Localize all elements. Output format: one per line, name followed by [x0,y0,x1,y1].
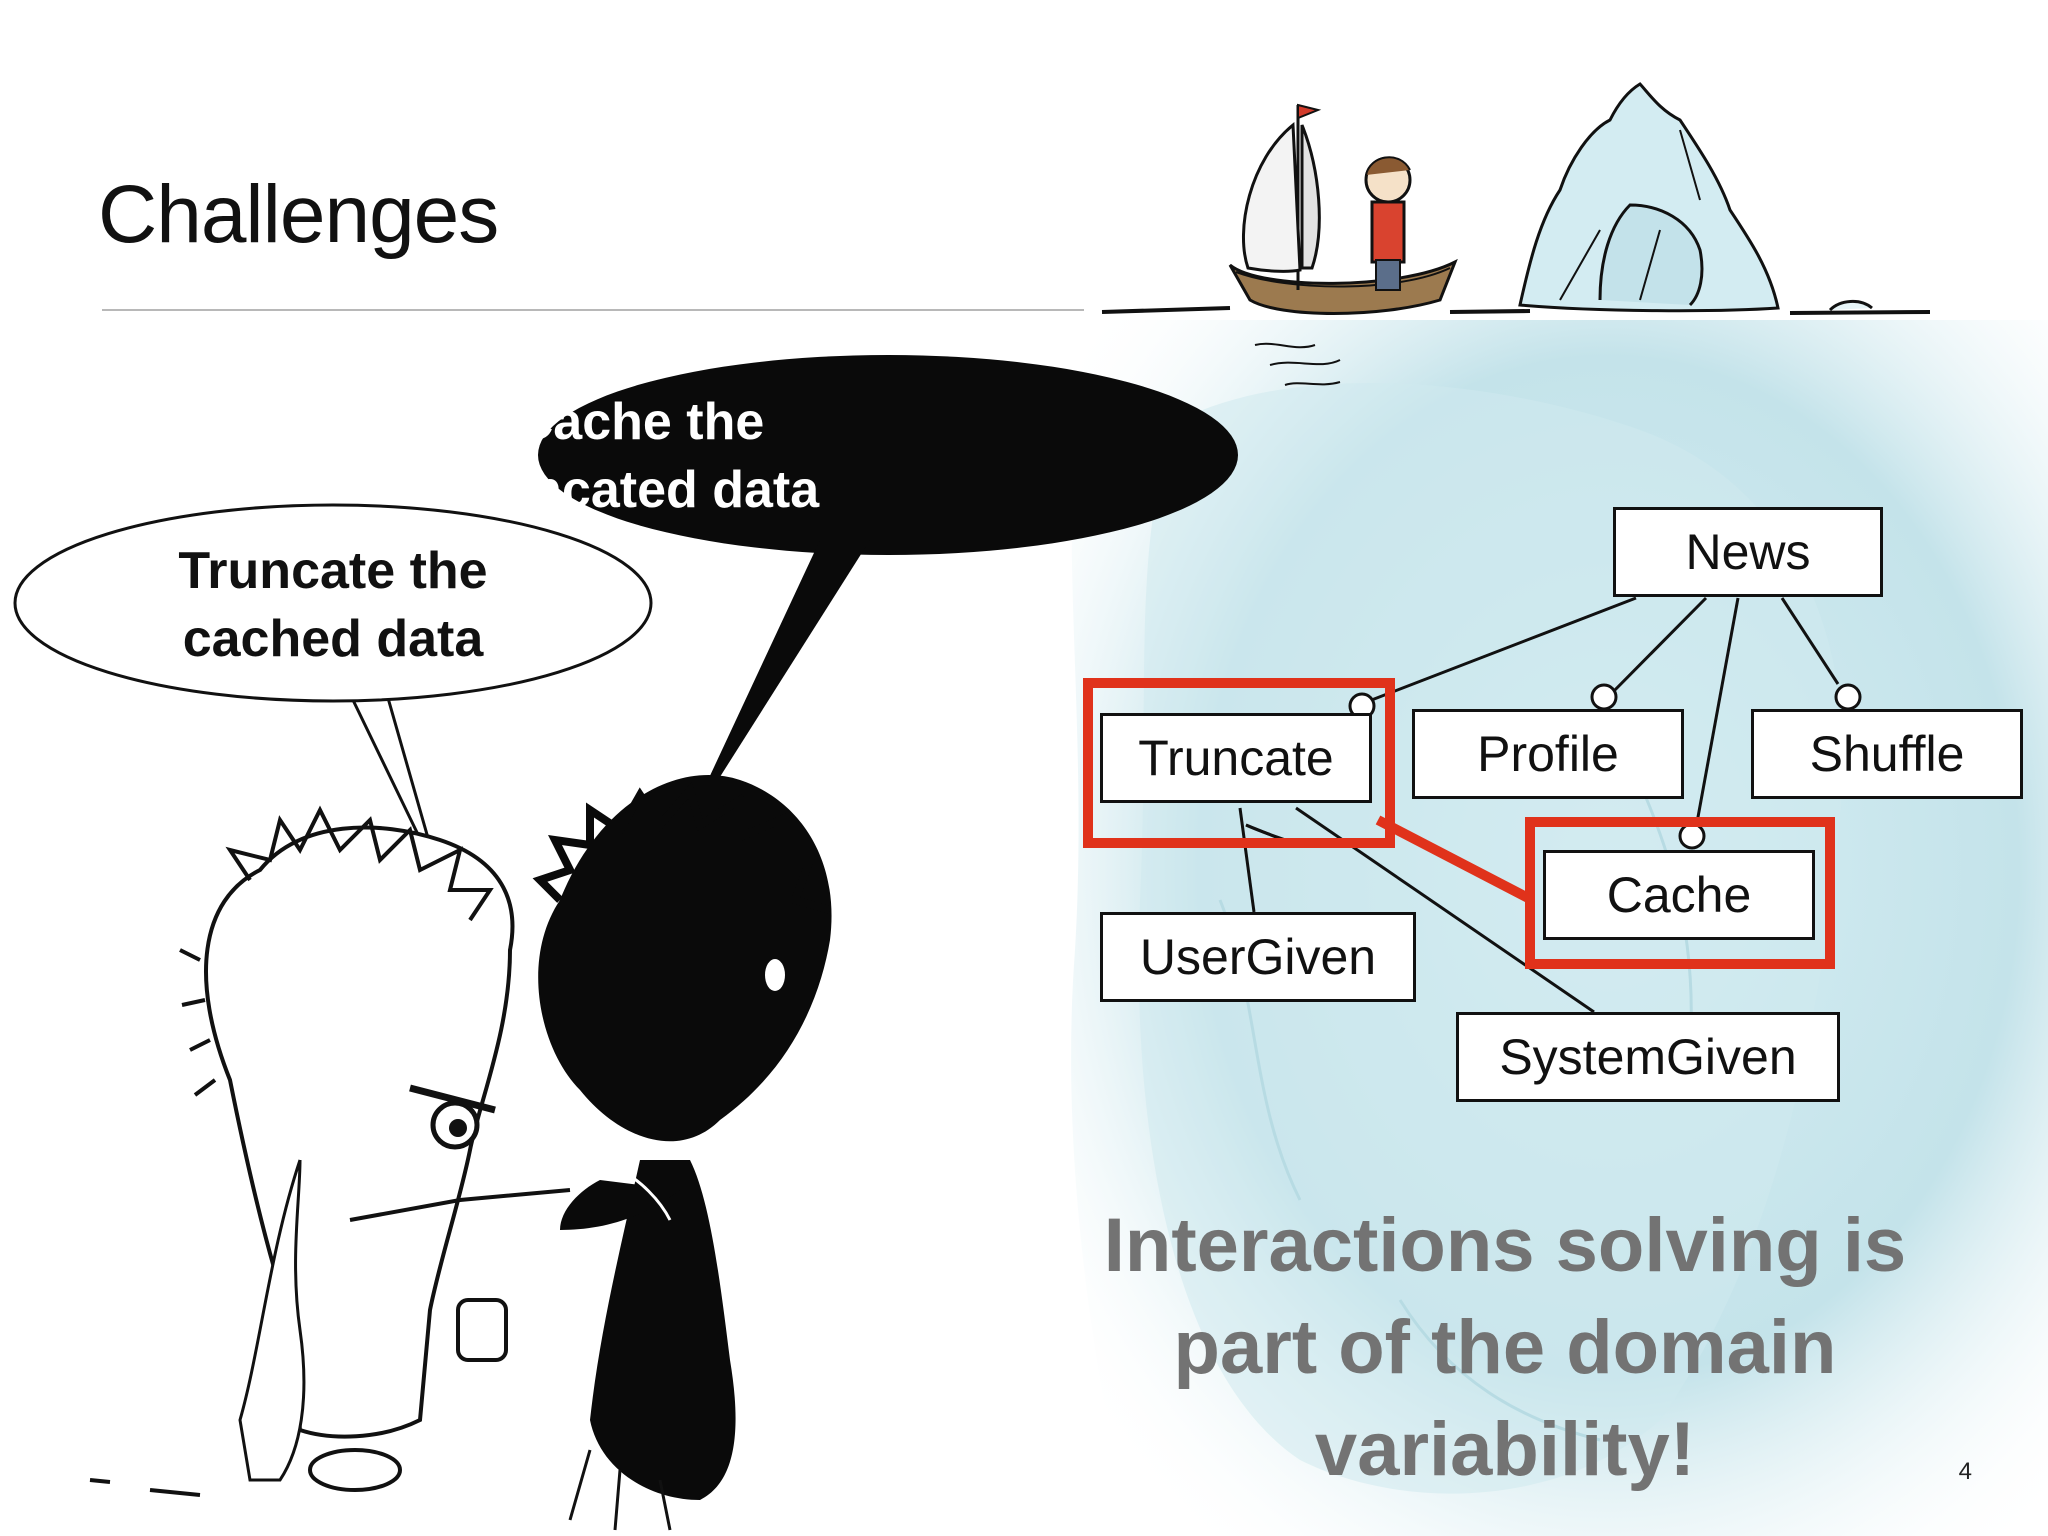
bubble-dark-line: truncated data [460,461,820,519]
bubble-dark-line: Cache the [515,393,765,451]
highlight-cache-frame [1525,817,1835,969]
feature-news: News [1613,507,1883,597]
feature-shuffle: Shuffle [1751,709,2023,799]
title-divider [102,309,1084,311]
iceberg-tip-icon [1518,82,1873,313]
key-message-line: Interactions solving is [1103,1203,1907,1288]
feature-systemgiven: SystemGiven [1456,1012,1840,1102]
speech-bubble-dark [538,355,1238,840]
bubble-light-line: Truncate the [178,542,488,600]
key-message-line: variability! [1314,1407,1696,1492]
page-number: 4 [1958,1458,1972,1485]
key-message: Interactions solving is part of the doma… [1055,1195,1955,1501]
right-character-icon [532,775,832,1531]
slide-title: Challenges [98,169,499,260]
water-line [1101,306,1931,315]
highlight-connector [1375,815,1535,905]
feature-truncate: Truncate [1100,713,1372,803]
feature-profile: Profile [1412,709,1684,799]
feature-usergiven: UserGiven [1100,912,1416,1002]
bubble-dark-text: Cache the truncated data [390,388,890,524]
left-character-icon [89,805,571,1497]
sailboat-icon [1228,103,1458,386]
bubble-light-text: Truncate the cached data [123,537,543,673]
key-message-line: part of the domain [1173,1305,1837,1390]
bubble-light-line: cached data [182,610,484,668]
feature-cache: Cache [1543,850,1815,940]
highlight-truncate-frame [1083,678,1395,848]
